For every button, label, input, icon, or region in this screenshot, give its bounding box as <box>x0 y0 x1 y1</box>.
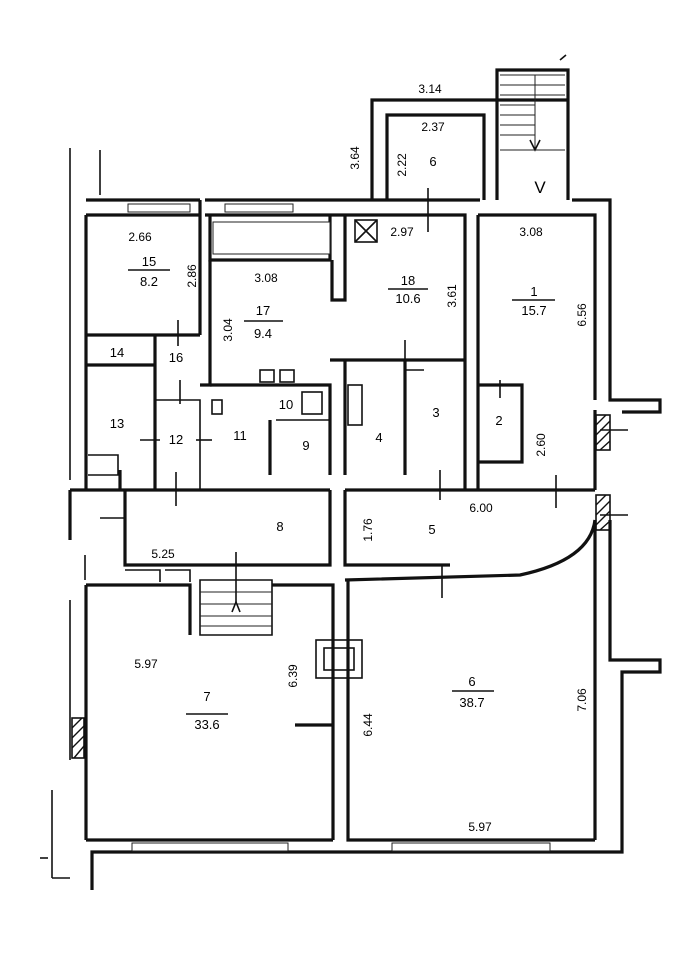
corridor-mark: V <box>534 178 546 197</box>
room-15-area: 8.2 <box>140 274 158 289</box>
dim-6-56: 6.56 <box>575 303 589 327</box>
door-marks <box>100 188 628 598</box>
dim-5-25: 5.25 <box>151 547 175 561</box>
dim-2-97: 2.97 <box>390 225 414 239</box>
dimension-labels: 3.14 2.37 3.64 2.22 2.97 3.08 3.08 2.66 … <box>128 82 589 834</box>
staircase-bottom <box>199 552 273 636</box>
room-18-number: 18 <box>401 273 415 288</box>
room-11-number: 11 <box>233 428 247 443</box>
dim-6-00: 6.00 <box>469 501 493 515</box>
dim-2-37: 2.37 <box>421 120 445 134</box>
room-6-area: 38.7 <box>459 695 484 710</box>
partitions <box>40 148 406 879</box>
dim-6-44: 6.44 <box>361 713 375 737</box>
room-9-number: 9 <box>302 438 309 453</box>
windows <box>127 203 551 852</box>
dim-1-76: 1.76 <box>361 518 375 542</box>
hatched-columns <box>71 414 611 759</box>
room-18-area: 10.6 <box>395 291 420 306</box>
room-5-number: 5 <box>428 522 435 537</box>
room-16-number: 16 <box>169 350 183 365</box>
dim-2-60: 2.60 <box>534 433 548 457</box>
dim-3-04: 3.04 <box>221 318 235 342</box>
room-13-number: 13 <box>110 416 124 431</box>
dim-6-39: 6.39 <box>286 664 300 688</box>
room-10-number: 10 <box>279 397 293 412</box>
area-bars <box>128 269 555 715</box>
room-15-number: 15 <box>142 254 156 269</box>
room-2-number: 2 <box>495 413 502 428</box>
fixtures <box>211 219 378 679</box>
dim-3-64: 3.64 <box>348 146 362 170</box>
dim-7-06: 7.06 <box>575 688 589 712</box>
room-1-area: 15.7 <box>521 303 546 318</box>
dim-5-97-bottom: 5.97 <box>468 820 492 834</box>
room-labels: 1 15.7 2 3 4 5 6 38.7 6 7 33.6 8 9 10 11… <box>110 154 547 732</box>
room-6-top-number: 6 <box>429 154 436 169</box>
dim-3-14: 3.14 <box>418 82 442 96</box>
room-3-number: 3 <box>432 405 439 420</box>
room-4-number: 4 <box>375 430 382 445</box>
dim-3-08-right: 3.08 <box>519 225 543 239</box>
room-6-number: 6 <box>468 674 475 689</box>
room-17-number: 17 <box>256 303 270 318</box>
room-12-number: 12 <box>169 432 183 447</box>
room-7-area: 33.6 <box>194 717 219 732</box>
dim-5-97-left: 5.97 <box>134 657 158 671</box>
dim-2-66: 2.66 <box>128 230 152 244</box>
staircase-top <box>500 54 567 152</box>
dim-2-22: 2.22 <box>395 153 409 177</box>
room-1-number: 1 <box>530 284 537 299</box>
room-17-area: 9.4 <box>254 326 272 341</box>
room-8-number: 8 <box>276 519 283 534</box>
dim-2-86: 2.86 <box>185 264 199 288</box>
dim-3-61: 3.61 <box>445 284 459 308</box>
room-14-number: 14 <box>110 345 124 360</box>
walls <box>68 68 662 890</box>
room-7-number: 7 <box>203 689 210 704</box>
dim-3-08-left: 3.08 <box>254 271 278 285</box>
